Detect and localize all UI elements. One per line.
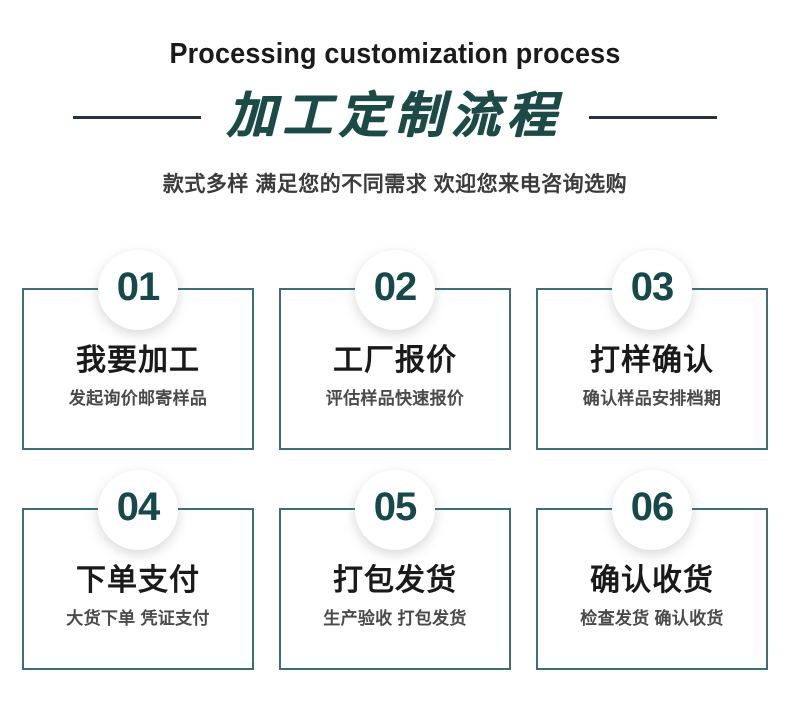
step-description: 确认样品安排档期	[582, 388, 722, 408]
step-title: 确认收货	[590, 564, 714, 597]
chinese-title: 加工定制流程	[226, 85, 563, 144]
step-number: 04	[116, 485, 160, 529]
step-description: 生产验收 打包发货	[323, 608, 467, 628]
step-text: 我要加工 发起询价邮寄样品	[24, 344, 252, 409]
step-title: 打样确认	[590, 344, 714, 377]
divider-right	[589, 115, 717, 119]
step-description: 检查发货 确认收货	[580, 608, 724, 628]
process-step-card: 06 确认收货 检查发货 确认收货	[536, 470, 768, 670]
step-number: 05	[373, 485, 417, 529]
chinese-title-row: 加工定制流程	[0, 82, 790, 152]
step-text: 确认收货 检查发货 确认收货	[538, 564, 766, 629]
step-title: 下单支付	[76, 564, 200, 597]
process-step-card: 01 我要加工 发起询价邮寄样品	[22, 250, 254, 450]
step-title: 我要加工	[76, 344, 200, 377]
process-step-card: 03 打样确认 确认样品安排档期	[536, 250, 768, 450]
step-number-badge: 03	[612, 250, 692, 330]
step-title: 打包发货	[333, 564, 457, 597]
step-description: 发起询价邮寄样品	[68, 388, 208, 408]
divider-left	[72, 115, 201, 119]
step-description: 评估样品快速报价	[325, 388, 465, 408]
step-number-badge: 01	[98, 250, 178, 330]
step-text: 下单支付 大货下单 凭证支付	[24, 564, 252, 629]
step-number-badge: 06	[612, 470, 692, 550]
step-number: 03	[630, 265, 674, 309]
process-step-grid: 01 我要加工 发起询价邮寄样品 02 工厂报价 评估样品快速报价 03 打	[22, 250, 768, 670]
process-step-card: 05 打包发货 生产验收 打包发货	[279, 470, 511, 670]
step-number: 01	[116, 265, 160, 309]
step-number: 02	[373, 265, 417, 309]
banner-subtitle: 款式多样 满足您的不同需求 欢迎您来电咨询选购	[162, 173, 628, 196]
english-title: Processing customization process	[169, 38, 621, 70]
step-text: 打包发货 生产验收 打包发货	[281, 564, 509, 629]
process-step-card: 02 工厂报价 评估样品快速报价	[279, 250, 511, 450]
step-number-badge: 04	[98, 470, 178, 550]
step-description: 大货下单 凭证支付	[66, 608, 210, 628]
step-number-badge: 02	[355, 250, 435, 330]
step-title: 工厂报价	[333, 344, 457, 377]
step-number: 06	[630, 485, 674, 529]
step-text: 工厂报价 评估样品快速报价	[281, 344, 509, 409]
step-text: 打样确认 确认样品安排档期	[538, 344, 766, 409]
process-step-card: 04 下单支付 大货下单 凭证支付	[22, 470, 254, 670]
banner-header: Processing customization process 加工定制流程 …	[0, 0, 790, 230]
step-number-badge: 05	[355, 470, 435, 550]
